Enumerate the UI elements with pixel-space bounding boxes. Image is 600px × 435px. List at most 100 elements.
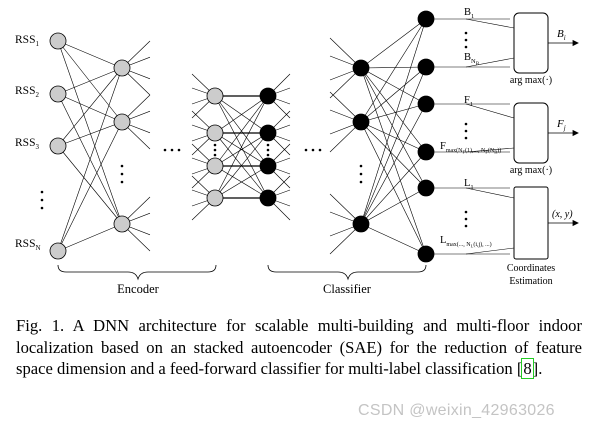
edge	[214, 132, 269, 199]
edge	[214, 95, 269, 167]
neuron-layer2-node1	[206, 124, 224, 142]
ellipsis-dot	[120, 172, 124, 176]
edge	[360, 67, 427, 153]
edge	[57, 145, 123, 225]
ellipsis-dot	[213, 143, 217, 147]
edge	[360, 187, 427, 225]
edge	[214, 95, 269, 199]
ellipsis-dot	[464, 122, 468, 126]
output-label-l1: L1	[464, 178, 474, 191]
edge	[360, 121, 427, 189]
neuron-layer1-node0	[113, 59, 131, 77]
ellipsis-dot	[464, 129, 468, 133]
dnn-architecture-diagram: RSS1 RSS2 RSS3 RSSN Encoder Classifier B…	[15, 7, 579, 296]
ellipsis-dot	[464, 224, 468, 228]
neuron-layer4-node2	[352, 215, 370, 233]
edge	[57, 93, 123, 123]
watermark: CSDN @weixin_42963026	[358, 402, 555, 419]
edge	[360, 67, 427, 105]
ellipsis-dot	[464, 210, 468, 214]
ellipsis-dot	[311, 148, 315, 152]
ellipsis-dot	[163, 148, 167, 152]
ellipsis-dot	[40, 198, 44, 202]
edge	[360, 18, 427, 225]
result-label-xy: (x, y)	[552, 209, 573, 220]
neuron-layer0-node2	[49, 137, 67, 155]
caption-text: Fig. 1. A DNN architecture for scalable …	[16, 316, 582, 378]
edge	[57, 223, 123, 252]
ellipsis-dot	[213, 148, 217, 152]
input-label-rss3: RSS3	[15, 137, 39, 151]
output-label-f1: F1	[464, 95, 473, 108]
citation-link[interactable]: 8	[521, 358, 534, 379]
output-label-lmax: Lmax(..., NL(i,j), ...)	[440, 235, 492, 249]
edge	[360, 151, 427, 225]
ellipsis-dot	[464, 217, 468, 221]
neuron-layer5-node4	[417, 179, 435, 197]
encoder-brace	[57, 264, 217, 281]
neuron-layer3-node2	[259, 157, 277, 175]
output-labels: B1 BNB F1 Fmax(NF(1),..., NF(NB)) L1 Lma…	[440, 7, 501, 249]
edge	[214, 132, 269, 167]
ellipsis-dot	[359, 172, 363, 176]
ellipsis-dot	[464, 38, 468, 42]
edge	[360, 66, 427, 69]
ellipsis-dot	[359, 180, 363, 184]
neuron-layer3-node3	[259, 189, 277, 207]
edge	[57, 40, 123, 225]
edge	[360, 66, 427, 225]
result-label-floor: Fj	[556, 118, 566, 132]
neuron-layer1-node1	[113, 113, 131, 131]
block-input-arrow	[465, 247, 515, 255]
coordinates-label-line1: Coordinates	[507, 263, 555, 274]
edge	[360, 66, 427, 123]
ellipsis-dot	[177, 148, 181, 152]
ellipsis-dot	[318, 148, 322, 152]
output-label-bnb: BNB	[464, 52, 480, 67]
ellipsis-dot	[266, 153, 270, 157]
neuron-layer5-node0	[417, 10, 435, 28]
ellipsis-dot	[266, 148, 270, 152]
edge	[360, 18, 427, 69]
ellipsis-dot	[40, 190, 44, 194]
edge	[57, 67, 123, 147]
neuron-layer5-node2	[417, 95, 435, 113]
neuron-layer2-node2	[206, 157, 224, 175]
edge	[57, 67, 123, 95]
block-input-arrow	[465, 18, 515, 29]
block-input-arrow	[465, 147, 515, 153]
ellipsis-dot	[464, 31, 468, 35]
edge	[214, 165, 269, 199]
encoder-label: Encoder	[117, 282, 159, 296]
connection-edges	[57, 18, 515, 255]
neuron-layer2-node3	[206, 189, 224, 207]
neuron-layer0-node1	[49, 85, 67, 103]
edge	[360, 103, 427, 123]
neuron-layer2-node0	[206, 87, 224, 105]
ellipsis-dot	[464, 136, 468, 140]
ellipsis-dot	[120, 164, 124, 168]
classifier-label: Classifier	[323, 282, 372, 296]
edge	[57, 40, 123, 123]
argmax-block-building	[513, 12, 549, 74]
edge	[360, 18, 427, 123]
neuron-layer3-node0	[259, 87, 277, 105]
neuron-nodes	[49, 10, 435, 263]
edge	[57, 67, 123, 252]
ellipsis-dot	[304, 148, 308, 152]
edge	[214, 95, 269, 134]
neuron-layer4-node0	[352, 59, 370, 77]
ellipsis-dot	[170, 148, 174, 152]
block-input-arrow	[465, 187, 515, 199]
figure-caption: Fig. 1. A DNN architecture for scalable …	[16, 315, 582, 380]
input-label-rss2: RSS2	[15, 85, 39, 99]
neuron-layer3-node1	[259, 124, 277, 142]
coordinates-label-line2: Estimation	[509, 276, 552, 287]
ellipsis-dot	[464, 45, 468, 49]
group-braces	[57, 264, 427, 281]
output-label-fmax: Fmax(NF(1),..., NF(NB))	[440, 141, 501, 155]
argmax-label-floor: arg max(·)	[510, 165, 552, 176]
edge	[360, 223, 427, 255]
processing-blocks	[513, 12, 549, 260]
neuron-layer5-node3	[417, 143, 435, 161]
